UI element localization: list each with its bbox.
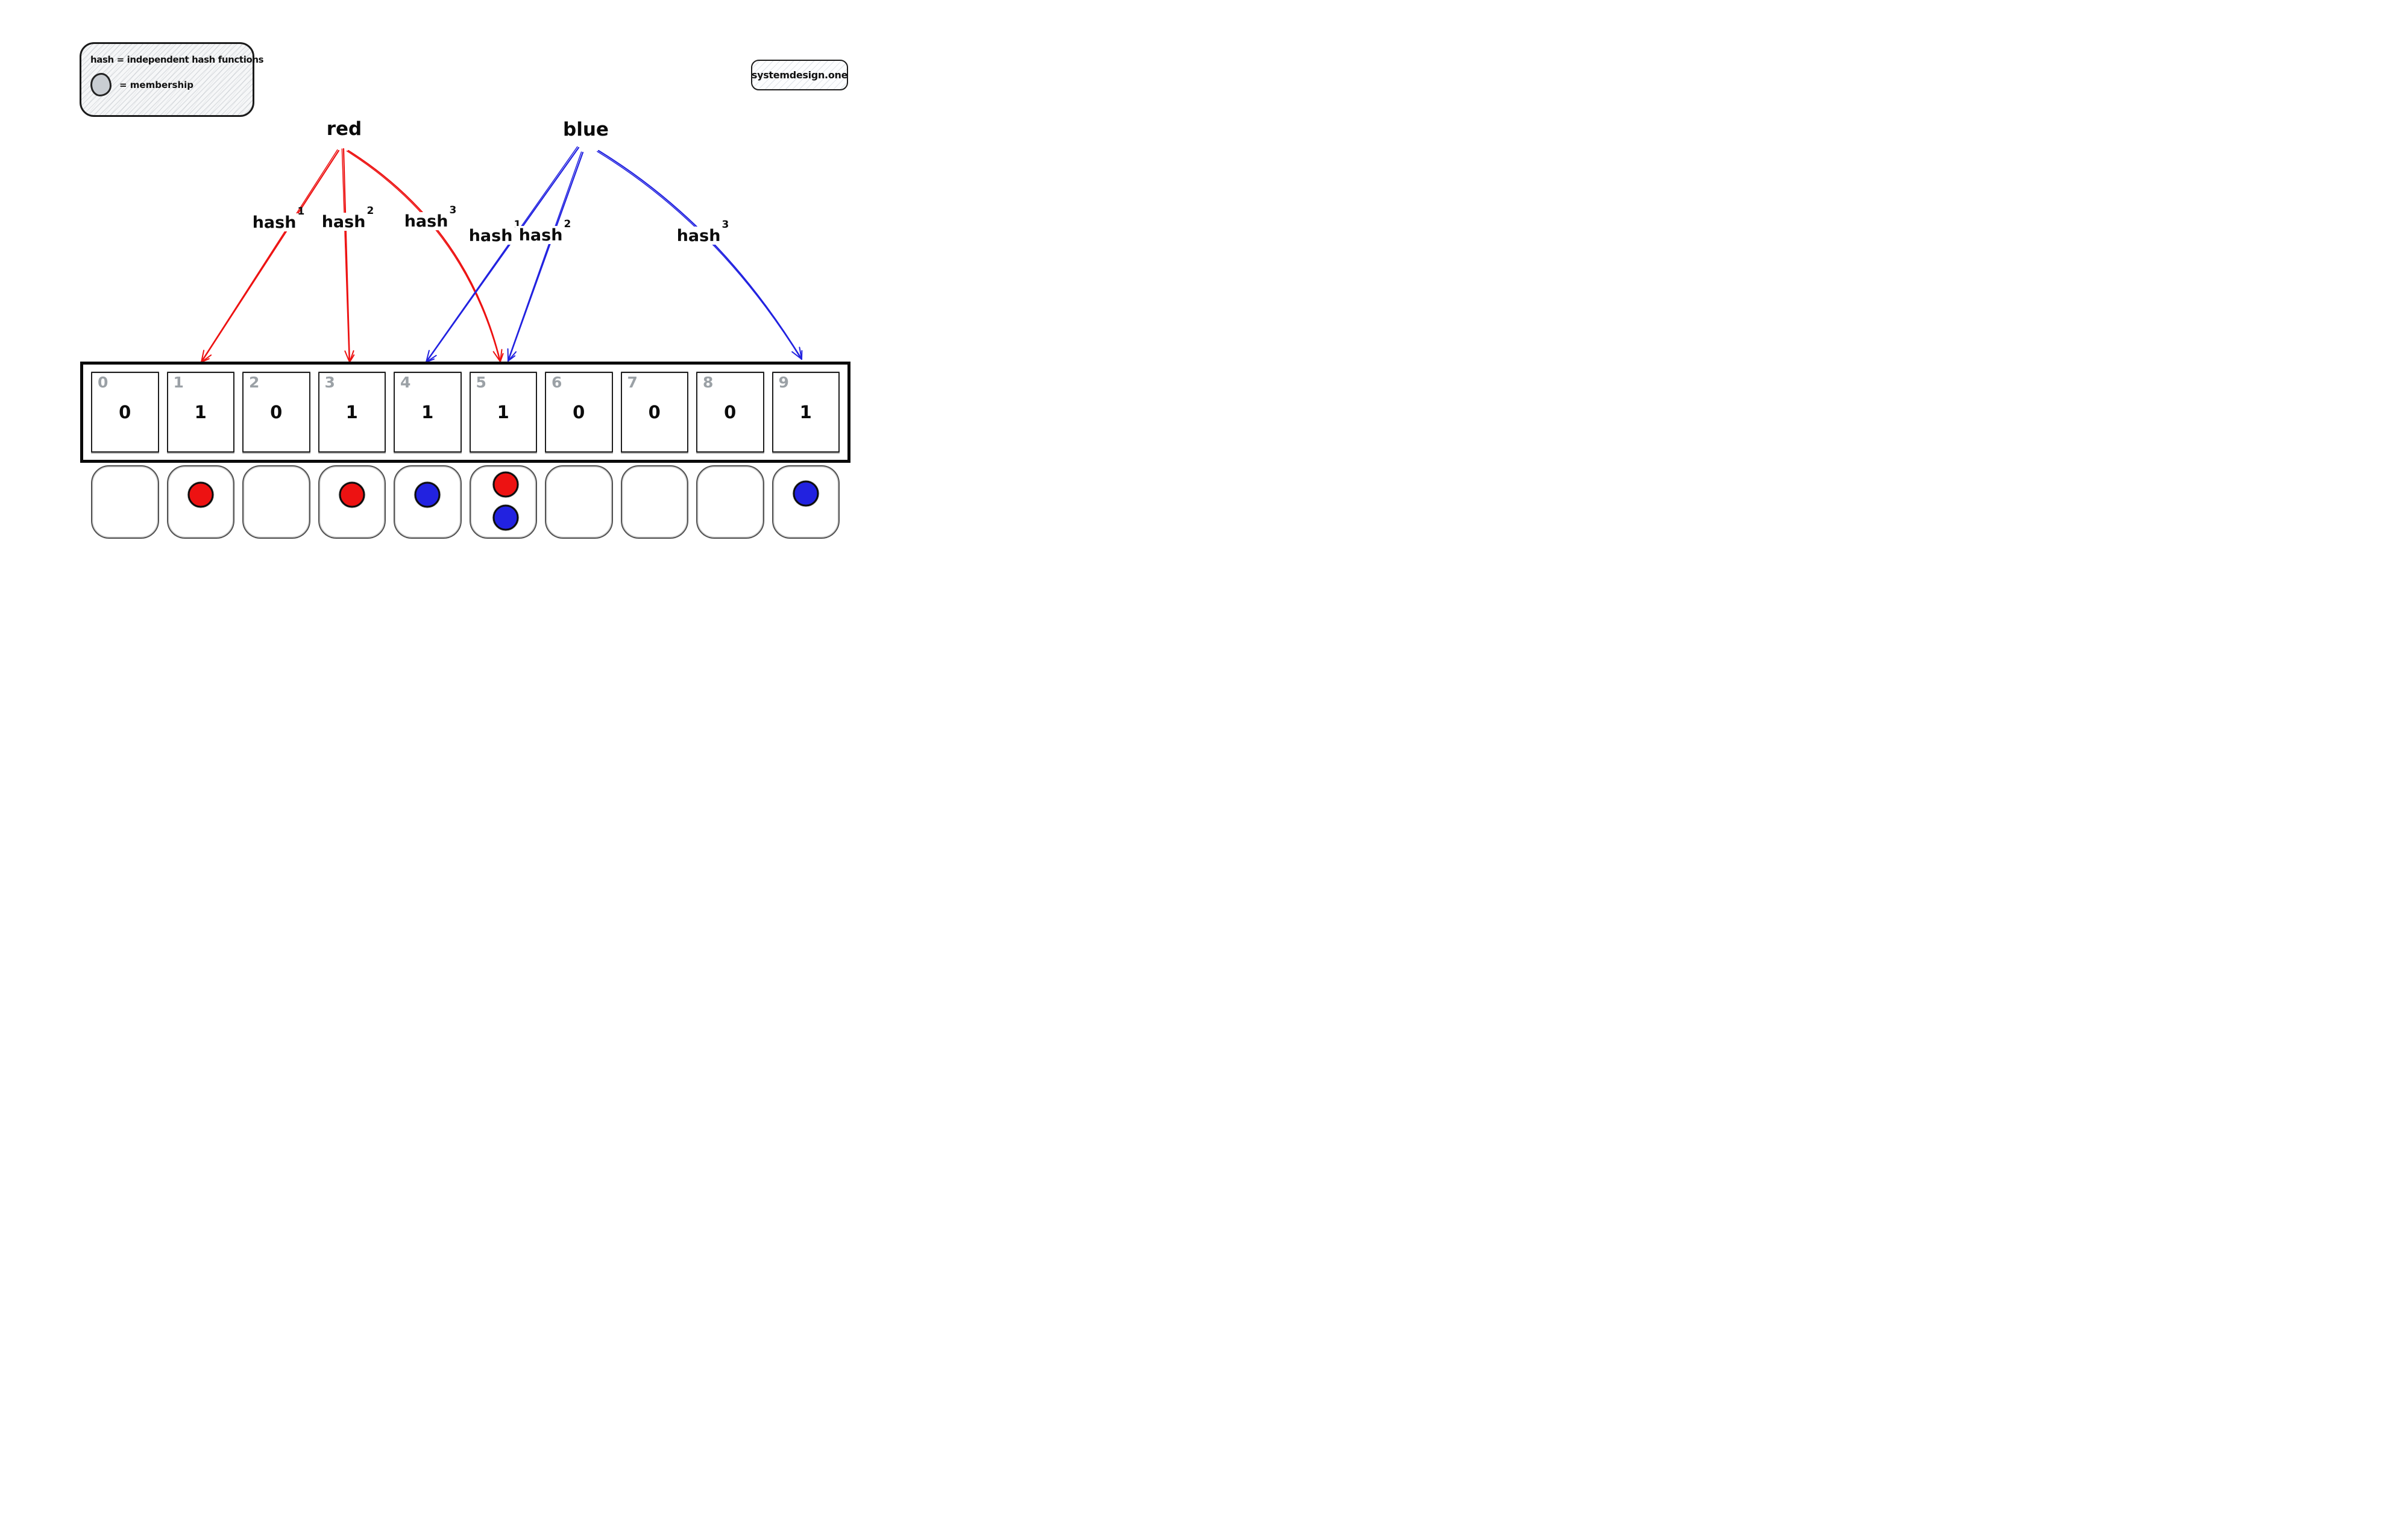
bit-cell-index: 4	[400, 374, 411, 391]
legend-membership-label: = membership	[119, 79, 194, 90]
bit-cell-value: 1	[799, 402, 812, 422]
hash-label-text: hash	[518, 226, 563, 245]
bit-cell-value: 0	[119, 402, 131, 422]
red-hash2-label: hash2	[318, 206, 377, 231]
red-hash3-arrow-head	[492, 351, 501, 362]
membership-box-2	[242, 465, 310, 539]
membership-box-3	[318, 465, 386, 539]
bit-cell-value: 1	[345, 402, 358, 422]
membership-box-1	[166, 465, 234, 539]
item-label-red: red	[322, 119, 366, 139]
hash-label-superscript: 3	[721, 219, 729, 231]
bit-cell-index: 3	[324, 374, 335, 391]
hash-label-superscript: 2	[366, 205, 374, 217]
blue-membership-dot	[414, 481, 441, 508]
membership-box-7	[620, 465, 688, 539]
bit-cell-index: 8	[703, 374, 714, 391]
red-hash1-arrow	[200, 149, 340, 363]
bit-cell-index: 2	[249, 374, 260, 391]
red-membership-dot	[339, 481, 365, 508]
blue-hash3-arrow	[597, 151, 802, 360]
bit-cell-value: 1	[194, 402, 207, 422]
hash-arrows-layer	[200, 146, 803, 363]
membership-box-6	[545, 465, 613, 539]
bit-cell-value: 0	[573, 402, 585, 422]
hash-label-text: hash	[468, 227, 513, 245]
blue-hash2-arrow	[507, 151, 584, 362]
bit-cell-index: 9	[778, 374, 789, 391]
membership-box-5	[469, 465, 537, 539]
blue-hash3-label: hash3	[673, 220, 732, 245]
hash-label-text: hash	[676, 227, 721, 245]
hash-label-text: hash	[252, 213, 297, 232]
red-hash3-arrow	[347, 149, 501, 363]
legend-hash-definition: hash = independent hash functions	[90, 54, 264, 65]
hash-label-text: hash	[321, 213, 366, 231]
red-hash1-arrow	[200, 149, 338, 363]
membership-box-9	[772, 465, 840, 539]
bit-cell-value: 0	[270, 402, 283, 422]
red-hash2-arrow	[341, 148, 350, 363]
blue-hash3-arrow-head	[791, 351, 802, 360]
blue-hash1-arrow	[425, 146, 578, 363]
red-hash3-arrow	[346, 150, 501, 362]
hash-label-text: hash	[404, 212, 448, 231]
watermark-text: systemdesign.one	[751, 69, 848, 81]
bloom-filter-diagram: hash = independent hash functions = memb…	[0, 0, 963, 610]
hash-label-superscript: 3	[449, 204, 457, 216]
bit-cell-value: 0	[648, 402, 661, 422]
bit-cell-value: 0	[724, 402, 737, 422]
blue-membership-dot	[492, 504, 519, 531]
legend-membership-row: = membership	[90, 73, 245, 96]
membership-row	[80, 465, 850, 539]
bit-cell-index: 5	[476, 374, 486, 391]
blue-hash2-label: hash2	[515, 219, 574, 245]
red-membership-dot	[492, 471, 519, 497]
hash-label-superscript: 1	[514, 219, 521, 231]
bit-cell-index: 1	[173, 374, 184, 391]
blue-hash1-arrow	[425, 146, 580, 363]
blue-hash2-arrow	[507, 151, 582, 362]
red-hash3-arrow-head	[500, 353, 504, 362]
bit-cell-value: 1	[421, 402, 434, 422]
bit-cell-value: 1	[497, 402, 509, 422]
blue-membership-dot	[793, 480, 819, 507]
red-hash1-arrow-head	[201, 350, 205, 363]
red-hash1-label: hash1	[248, 207, 307, 232]
item-label-blue: blue	[559, 119, 612, 140]
membership-box-8	[696, 465, 764, 539]
red-hash2-arrow	[342, 148, 351, 363]
blue-hash1-arrow-head	[426, 350, 430, 363]
red-hash2-arrow-head	[349, 354, 355, 363]
membership-box-4	[394, 465, 462, 539]
bit-cell-index: 7	[627, 374, 638, 391]
red-hash3-label: hash3	[400, 205, 459, 231]
hash-label-superscript: 2	[564, 218, 571, 230]
legend-box: hash = independent hash functions = memb…	[80, 42, 264, 117]
bit-cell-index: 0	[98, 374, 108, 391]
blue-hash2-arrow-head	[508, 355, 516, 362]
hash-label-superscript: 1	[297, 205, 305, 218]
blue-hash3-arrow	[597, 149, 803, 360]
bit-cell-index: 6	[552, 374, 562, 391]
blue-hash1-label: hash1	[465, 220, 524, 245]
watermark-badge: systemdesign.one	[751, 60, 848, 90]
red-hash2-arrow-head	[344, 350, 350, 363]
membership-circle-icon	[90, 73, 112, 96]
red-membership-dot	[187, 481, 214, 508]
membership-box-0	[91, 465, 159, 539]
